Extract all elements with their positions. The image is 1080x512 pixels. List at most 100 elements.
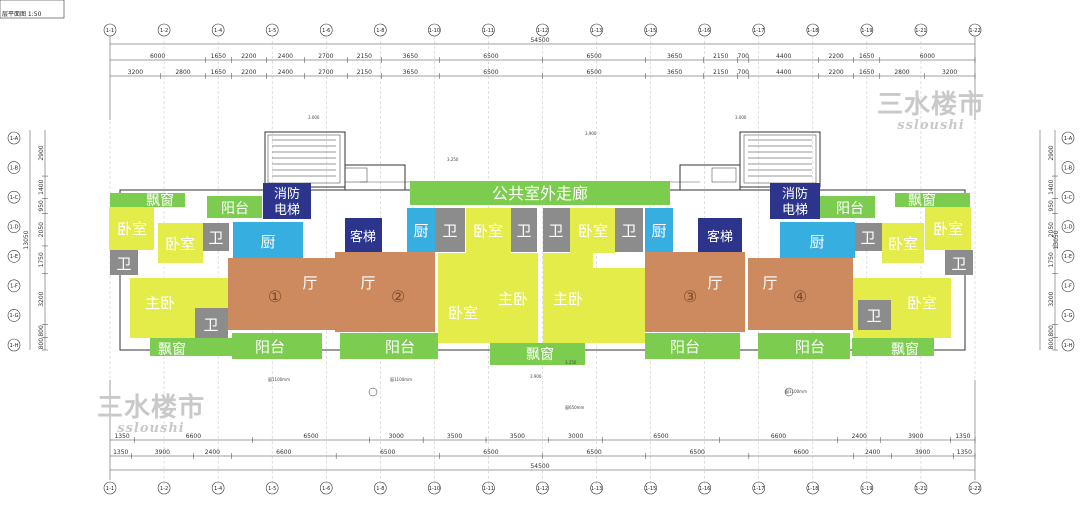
dim-value: 2700 [318,69,333,76]
fire-elevator-2 [770,183,820,219]
bath-1a [110,250,138,275]
living-2 [335,252,435,332]
scale-label: 层平面图 1:50 [2,11,42,18]
dim-value: 1750 [38,252,45,267]
elevation-2: 3.000 [735,115,747,120]
axis-label: 1-F [10,284,18,290]
bedroom-label-2b: 卧室 [448,304,478,322]
dim-value: 6500 [483,69,498,76]
axis-label: 1-11 [483,28,494,34]
passenger-elevator-label-2: 客梯 [707,229,733,245]
dim-value: 2900 [1048,145,1055,160]
dim-value: 2800 [894,69,909,76]
bath-1c [195,308,228,340]
dim-value: 2150 [713,53,728,60]
axis-label: 1-13 [591,28,602,34]
dim-value: 950 [1048,200,1055,212]
axis-label: 1-2 [160,28,168,34]
balcony-label-bottom-1: 阳台 [255,338,285,356]
dim-value: 6500 [586,53,601,60]
balcony-bottom-3 [645,333,740,359]
bay-window-label-4b: 飘窗 [891,341,919,358]
dim-value: 800 [1048,325,1055,337]
dim-value: 4400 [776,53,791,60]
balcony-bottom-4 [758,333,850,359]
bath-2a [435,208,465,252]
axis-label: 1-22 [969,486,980,492]
note-window-1: 窗1100mm [268,376,290,382]
balcony-label-bottom-2: 阳台 [385,338,415,356]
kitchen-label-3: 厨 [651,222,666,240]
axis-bubble [7,338,21,352]
axis-bubble [1061,249,1075,263]
axis-label: 1-E [1064,254,1072,260]
watermark-bottom-left: 三水楼市 ssloushi [97,393,206,436]
bath-3b [615,208,643,252]
balcony-bottom-2 [340,333,438,359]
living-label-3: 厅 [707,274,722,292]
axis-label: 1-6 [322,486,330,492]
dim-value: 2150 [357,53,372,60]
axis-bubble [1061,220,1075,234]
axis-label: 1-F [1064,284,1072,290]
axis-label: 1-4 [214,486,222,492]
dim-value: 2900 [38,145,45,160]
axis-label: 1-1 [106,486,114,492]
axis-label: 1-E [10,254,18,260]
dim-value: 800 [1048,338,1055,350]
dim-value: 1350 [955,433,970,440]
axis-label: 1-C [10,195,19,201]
axis-label: 1-16 [699,28,710,34]
dim-value: 1350 [114,433,129,440]
dim-value: 2150 [357,69,372,76]
elevation-5: 3.250 [565,360,577,365]
passenger-elevator-label-1: 客梯 [350,229,376,245]
bath-label-1a: 卫 [116,255,131,273]
axis-label: 1-12 [537,486,548,492]
dim-value: 2400 [278,53,293,60]
bedroom-2b [438,253,488,343]
axis-col-right: 1-A1-B1-C1-D1-E1-F1-G1-H [1061,131,1075,352]
kitchen-4 [780,222,855,258]
balcony-bottom-1 [232,333,322,359]
dim-value: 1650 [211,69,226,76]
dim-value: 1400 [38,179,45,194]
bath-3a [543,208,570,252]
bay-window-label-2: 飘窗 [526,346,554,363]
living-1 [228,258,335,330]
bedroom-label-4a: 卧室 [888,235,918,253]
bath-4c [858,300,891,330]
axis-bubble [7,279,21,293]
axis-label: 1-8 [376,28,384,34]
shaft-left [344,167,368,183]
balcony-label-bottom-4: 阳台 [795,338,825,356]
living-label-1: 厅 [302,274,317,292]
dim-value: 3000 [389,433,404,440]
dim-value: 6500 [380,449,395,456]
public-corridor [410,181,670,205]
right-total-dim: 13050 [1053,230,1060,249]
master-bedroom-label-2: 主卧 [498,290,528,308]
axis-bubble [7,249,21,263]
fire-elevator-label-2b: 电梯 [782,203,808,218]
total-dim-top: 54500 [530,37,549,44]
bath-label-1b: 卫 [208,229,223,247]
dim-value: 6600 [276,449,291,456]
axis-label: 1-17 [753,486,764,492]
unit-number-3: ③ [683,287,697,306]
axis-label: 1-12 [537,28,548,34]
balcony-top-1 [207,196,262,218]
axis-label: 1-21 [915,486,926,492]
bedroom-1a [109,207,154,250]
dim-value: 2400 [278,69,293,76]
axis-label: 1-10 [429,28,440,34]
axis-label: 1-16 [699,486,710,492]
dim-value: 6500 [483,53,498,60]
bath-label-2a: 卫 [442,222,457,240]
dim-value: 2150 [713,69,728,76]
living-label-2: 厅 [360,274,375,292]
master-bedroom-2 [488,253,538,343]
dim-value: 3900 [915,449,930,456]
